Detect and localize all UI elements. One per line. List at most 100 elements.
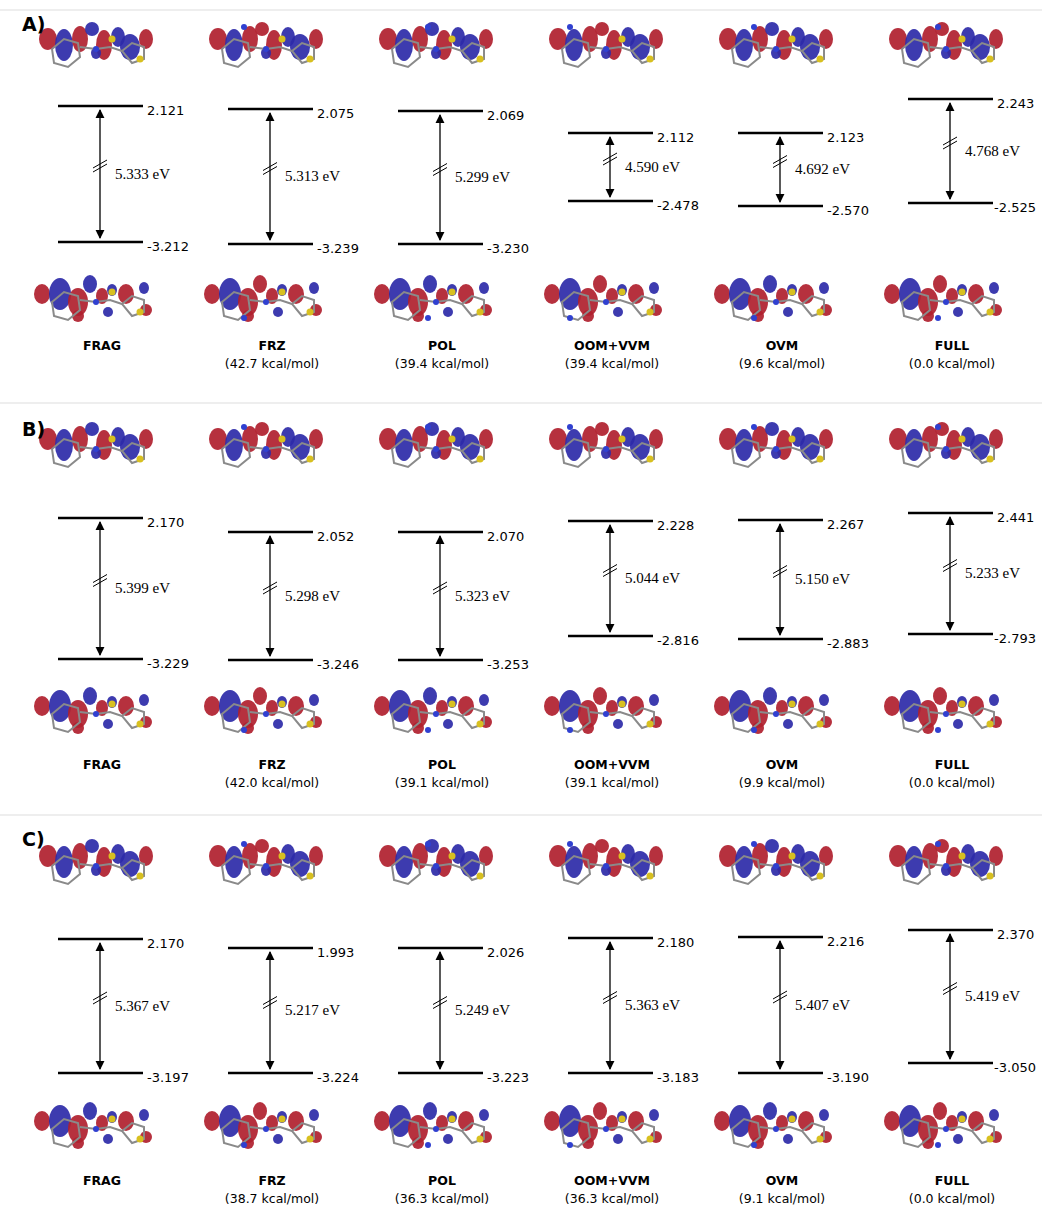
atom xyxy=(477,721,484,728)
gap-value: 5.419 eV xyxy=(964,989,1021,1004)
atom xyxy=(647,721,654,728)
orbital-picture xyxy=(544,1102,662,1149)
molecule-skeleton xyxy=(902,704,994,732)
orbital-lobe xyxy=(595,422,609,436)
break-mark xyxy=(433,168,447,176)
orbital-lobe xyxy=(800,434,820,460)
method-name: FRZ xyxy=(258,1175,285,1188)
energy-value: -3.050 xyxy=(994,1061,1036,1074)
amino-atom xyxy=(241,24,247,30)
panel-separator xyxy=(0,403,1042,404)
molecule-skeleton xyxy=(52,292,144,320)
orbital-lobe xyxy=(765,422,779,436)
energy-kcal: (9.6 kcal/mol) xyxy=(739,358,825,371)
atom xyxy=(987,721,994,728)
atom xyxy=(789,36,796,43)
atom xyxy=(603,46,609,52)
gap-arrow xyxy=(779,524,780,635)
energy-value: 2.121 xyxy=(147,104,184,117)
energy-level xyxy=(228,531,313,534)
orbital-picture xyxy=(544,687,662,734)
atom xyxy=(109,289,116,296)
atom xyxy=(647,1136,654,1143)
orbital-lobe xyxy=(630,34,650,60)
atom xyxy=(279,436,286,443)
atom xyxy=(817,1136,824,1143)
orbital-picture xyxy=(889,22,1003,67)
molecule-skeleton xyxy=(732,292,824,320)
gap-arrow xyxy=(609,525,610,632)
energy-value: 2.112 xyxy=(657,131,694,144)
orbital-lobe xyxy=(714,284,730,304)
break-mark xyxy=(93,579,107,587)
break-mark xyxy=(433,997,447,1005)
orbital-lobe xyxy=(593,1102,607,1120)
atom xyxy=(93,711,99,717)
molecule-skeleton xyxy=(732,856,824,884)
orbital-lobe xyxy=(989,282,999,294)
break-mark xyxy=(603,153,617,161)
orbital-lobe xyxy=(253,275,267,293)
atom xyxy=(773,711,779,717)
orbital-lobe xyxy=(460,34,480,60)
gap-arrow xyxy=(609,137,610,197)
orbital-lobe xyxy=(290,34,310,60)
atom xyxy=(449,853,456,860)
atom xyxy=(987,1136,994,1143)
orbital-lobe xyxy=(277,1111,287,1123)
orbital-lobe xyxy=(617,1111,627,1123)
orbital-lobe xyxy=(783,1134,793,1144)
energy-value: -2.570 xyxy=(827,204,869,217)
gap-arrow xyxy=(439,115,440,240)
molecule-skeleton xyxy=(562,856,654,884)
amino-atom xyxy=(751,315,757,321)
gap-value: 5.044 eV xyxy=(624,571,681,586)
orbital-lobe xyxy=(374,1111,390,1131)
energy-level xyxy=(398,531,483,534)
gap-arrow xyxy=(609,942,610,1069)
energy-value: 2.441 xyxy=(997,511,1034,524)
energy-level xyxy=(398,243,483,246)
method-name: FRAG xyxy=(83,340,121,353)
atom xyxy=(647,456,654,463)
molecule-skeleton xyxy=(902,439,994,467)
orbital-lobe xyxy=(649,1109,659,1121)
break-mark xyxy=(603,992,617,1000)
atom xyxy=(773,299,779,305)
molecule-skeleton xyxy=(392,856,484,884)
amino-atom xyxy=(567,424,573,430)
gap-value: 5.363 eV xyxy=(624,998,681,1013)
orbital-lobe xyxy=(290,434,310,460)
break-mark xyxy=(93,164,107,172)
panel-separator xyxy=(0,815,1042,816)
break-mark xyxy=(773,995,787,1003)
amino-atom xyxy=(751,1142,757,1148)
orbital-lobe xyxy=(120,34,140,60)
method-name: POL xyxy=(428,340,456,353)
orbital-picture xyxy=(549,422,663,467)
orbital-lobe xyxy=(34,284,50,304)
orbital-picture xyxy=(34,687,152,734)
break-mark xyxy=(943,564,957,572)
orbital-lobe xyxy=(933,687,947,705)
orbital-lobe xyxy=(957,1111,967,1123)
orbital-lobe xyxy=(103,719,113,729)
atom xyxy=(93,446,99,452)
break-mark xyxy=(773,566,787,574)
energy-value: -3.197 xyxy=(147,1071,189,1084)
molecule-skeleton xyxy=(392,39,484,67)
atom xyxy=(773,46,779,52)
molecule-skeleton xyxy=(902,1119,994,1147)
break-mark xyxy=(943,987,957,995)
atom xyxy=(789,701,796,708)
atom xyxy=(279,289,286,296)
energy-kcal: (39.1 kcal/mol) xyxy=(565,777,659,790)
energy-level xyxy=(58,517,143,520)
energy-value: 2.170 xyxy=(147,516,184,529)
gap-arrow xyxy=(439,952,440,1069)
energy-kcal: (39.1 kcal/mol) xyxy=(395,777,489,790)
atom xyxy=(477,1136,484,1143)
method-name: OOM+VVM xyxy=(574,340,650,353)
orbital-lobe xyxy=(443,1134,453,1144)
energy-level xyxy=(738,1072,823,1075)
